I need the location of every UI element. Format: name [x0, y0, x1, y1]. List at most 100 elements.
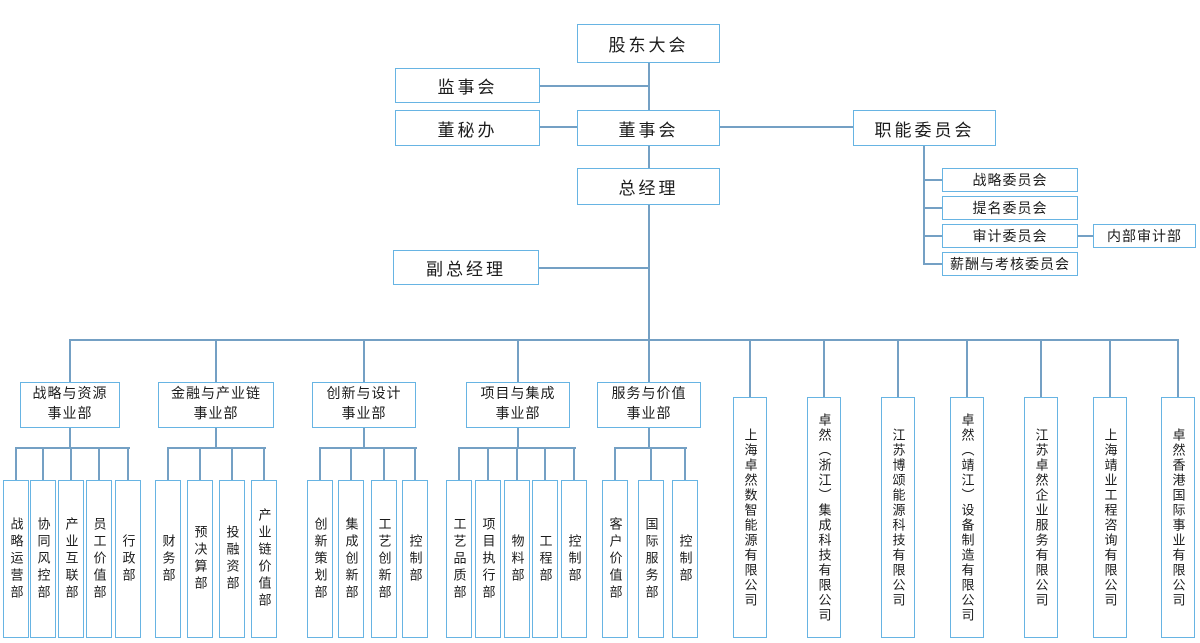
connector-line: [167, 447, 266, 449]
node-board-secretary-office: 董秘办: [395, 110, 540, 146]
division-label-line2: 事业部: [47, 407, 93, 422]
division-label-line2: 事业部: [193, 407, 239, 422]
connector-line: [167, 448, 169, 480]
connector-line: [414, 448, 416, 480]
dept-box: 工艺品质部: [446, 480, 472, 638]
connector-line: [897, 341, 899, 397]
connector-line: [127, 448, 129, 480]
connector-line: [648, 205, 650, 341]
connector-line: [487, 448, 489, 480]
company-box: 江苏博颂能源科技有限公司: [881, 397, 915, 638]
dept-box: 员工价值部: [86, 480, 112, 638]
connector-line: [98, 448, 100, 480]
connector-line: [319, 448, 321, 480]
node-functional-committees: 职能委员会: [853, 110, 996, 146]
connector-line: [199, 448, 201, 480]
connector-line: [458, 448, 460, 480]
node-shareholders-meeting: 股东大会: [577, 24, 720, 63]
node-audit-committee: 审计委员会: [942, 224, 1078, 248]
node-deputy-general-manager: 副总经理: [393, 250, 539, 285]
connector-line: [363, 341, 365, 382]
division-label-line1: 服务与价值: [611, 387, 687, 403]
dept-box: 预决算部: [187, 480, 213, 638]
connector-line: [69, 341, 71, 382]
dept-box: 财务部: [155, 480, 181, 638]
connector-line: [517, 341, 519, 382]
dept-box: 物料部: [504, 480, 530, 638]
connector-line: [263, 448, 265, 480]
dept-box: 国际服务部: [638, 480, 664, 638]
connector-line: [319, 447, 417, 449]
division-header-finance-industry-chain: 金融与产业链 事业部: [158, 382, 274, 428]
connector-line: [749, 341, 751, 397]
dept-box: 战略运营部: [3, 480, 29, 638]
connector-line: [544, 448, 546, 480]
connector-line: [720, 126, 853, 128]
dept-box: 客户价值部: [602, 480, 628, 638]
dept-box: 项目执行部: [475, 480, 501, 638]
connector-line: [648, 341, 650, 382]
company-box: 卓然（浙江）集成科技有限公司: [807, 397, 841, 638]
dept-box: 工程部: [532, 480, 558, 638]
dept-box: 投融资部: [219, 480, 245, 638]
node-board-of-directors: 董事会: [577, 110, 720, 146]
dept-box: 产业互联部: [58, 480, 84, 638]
company-box: 上海卓然数智能源有限公司: [733, 397, 767, 638]
connector-line: [15, 447, 130, 449]
division-label-line1: 项目与集成: [480, 387, 556, 403]
connector-line: [1109, 341, 1111, 397]
division-label-line2: 事业部: [626, 407, 672, 422]
connector-line: [363, 428, 365, 448]
dept-box: 控制部: [402, 480, 428, 638]
division-header-service-value: 服务与价值 事业部: [597, 382, 701, 428]
division-label-line1: 金融与产业链: [171, 387, 261, 403]
division-header-strategy-resources: 战略与资源 事业部: [20, 382, 120, 428]
connector-line: [231, 448, 233, 480]
division-label-line2: 事业部: [495, 407, 541, 422]
dept-box: 工艺创新部: [371, 480, 397, 638]
node-internal-audit-dept: 内部审计部: [1093, 224, 1196, 248]
dept-box: 控制部: [672, 480, 698, 638]
connector-line: [923, 179, 942, 181]
connector-line: [684, 448, 686, 480]
connector-line: [516, 448, 518, 480]
dept-box: 产业链价值部: [251, 480, 277, 638]
connector-line: [648, 428, 650, 448]
connector-line: [966, 341, 968, 397]
node-general-manager: 总经理: [577, 168, 720, 205]
connector-line: [573, 448, 575, 480]
connector-line: [1040, 341, 1042, 397]
division-label-line1: 创新与设计: [326, 387, 402, 403]
dept-box: 协同风控部: [30, 480, 56, 638]
connector-line: [650, 448, 652, 480]
division-label-line2: 事业部: [341, 407, 387, 422]
division-header-innovation-design: 创新与设计 事业部: [312, 382, 416, 428]
connector-line: [648, 63, 650, 110]
company-box: 卓然香港国际事业有限公司: [1161, 397, 1195, 638]
connector-line: [923, 207, 942, 209]
dept-box: 行政部: [115, 480, 141, 638]
dept-box: 创新策划部: [307, 480, 333, 638]
connector-line: [648, 146, 650, 168]
connector-line: [215, 341, 217, 382]
connector-line: [69, 428, 71, 448]
connector-line: [70, 448, 72, 480]
node-compensation-assessment-committee: 薪酬与考核委员会: [942, 252, 1078, 276]
company-box: 卓然（靖江）设备制造有限公司: [950, 397, 984, 638]
connector-line: [350, 448, 352, 480]
connector-line: [383, 448, 385, 480]
company-box: 上海靖业工程咨询有限公司: [1093, 397, 1127, 638]
connector-line: [15, 448, 17, 480]
connector-line: [923, 235, 942, 237]
company-box: 江苏卓然企业服务有限公司: [1024, 397, 1058, 638]
connector-line: [42, 448, 44, 480]
dept-box: 控制部: [561, 480, 587, 638]
connector-line: [215, 428, 217, 448]
division-header-project-integration: 项目与集成 事业部: [466, 382, 570, 428]
connector-line: [539, 267, 648, 269]
node-supervisory-board: 监事会: [395, 68, 540, 103]
node-nomination-committee: 提名委员会: [942, 196, 1078, 220]
connector-line: [540, 126, 577, 128]
connector-line: [69, 339, 1179, 341]
